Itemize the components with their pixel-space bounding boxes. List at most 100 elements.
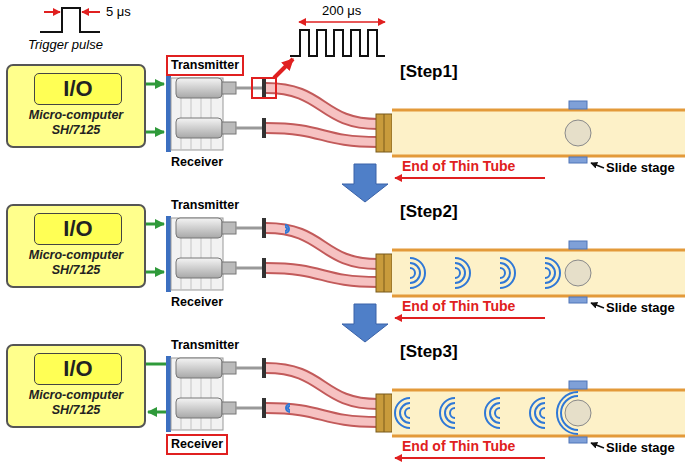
sound-wave — [410, 258, 425, 288]
tube-end-label: End of Thin Tube — [402, 439, 515, 454]
flexible-tube-outline — [266, 368, 378, 404]
leader-arrow — [591, 443, 604, 448]
transducer-stem — [236, 127, 262, 130]
duration-arrow — [299, 21, 340, 23]
sound-wave — [286, 404, 290, 412]
stage-clamp — [569, 437, 587, 443]
transducer-body — [176, 258, 222, 278]
part-name: Receiver — [171, 155, 223, 170]
part-name: Receiver — [171, 295, 223, 310]
tube-fitting — [376, 114, 392, 152]
part-name: Transmitter — [171, 338, 239, 353]
signal-name: Trigger pulse — [28, 37, 103, 52]
reflector-ball — [565, 120, 591, 146]
sound-wave — [288, 406, 290, 410]
thin-tube — [392, 390, 685, 436]
stage-clamp — [569, 101, 587, 109]
step-arrow — [342, 164, 388, 202]
microcomputer-box: Micro-computer SH/7125 I/O — [6, 64, 146, 148]
sound-wave — [285, 225, 289, 233]
sound-wave — [500, 258, 515, 288]
stage-label: Slide stage — [606, 300, 675, 316]
tube-fitting — [376, 394, 392, 432]
sound-wave — [450, 408, 455, 418]
trigger-pulse — [40, 8, 100, 32]
part-name: Transmitter — [171, 198, 239, 213]
tube-connector — [262, 118, 266, 138]
thin-tube-wall — [392, 389, 685, 392]
stage-clamp — [569, 157, 587, 163]
pointer-arrow — [274, 59, 293, 78]
transducer-body — [176, 398, 222, 418]
end-arrow — [395, 317, 545, 319]
signal-wire — [148, 411, 166, 414]
signal-wire — [146, 363, 166, 366]
width-arrow — [82, 11, 100, 13]
device-name: Micro-computer SH/7125 — [8, 108, 144, 138]
sound-wave — [410, 268, 415, 278]
duration-arrow — [340, 21, 385, 23]
highlight-box: Transmitter — [166, 55, 244, 76]
transducer-stem — [236, 407, 262, 410]
step-label: [Step1] — [400, 62, 458, 82]
burst-signal — [290, 30, 385, 56]
stage-label: Slide stage — [606, 440, 675, 456]
port-label: I/O — [35, 74, 121, 103]
transducer-body — [176, 358, 222, 378]
end-arrow — [395, 457, 545, 459]
thin-tube — [392, 250, 685, 296]
step-illustration — [146, 76, 685, 202]
io-box: I/O — [34, 353, 122, 385]
transducer-stem — [236, 367, 262, 370]
fitting-ring — [384, 254, 385, 292]
thin-tube-wall — [392, 295, 685, 298]
tube-fitting — [376, 254, 392, 292]
transducer-stem — [236, 87, 262, 90]
thin-tube-wall — [392, 249, 685, 252]
transducer-tip — [222, 82, 236, 94]
sound-wave — [530, 398, 545, 428]
sound-wave — [455, 263, 465, 283]
stage-clamp — [569, 241, 587, 249]
transducer-body — [176, 78, 222, 98]
transducer-stem — [236, 267, 262, 270]
io-box: I/O — [34, 213, 122, 245]
signal-wire — [146, 83, 164, 86]
tube-end-label: End of Thin Tube — [402, 299, 515, 314]
sound-wave — [395, 398, 410, 428]
step-label: [Step3] — [400, 342, 458, 362]
mount-plate — [166, 216, 171, 292]
port-label: I/O — [35, 354, 121, 383]
device-name: Micro-computer SH/7125 — [8, 248, 144, 278]
io-box: I/O — [34, 73, 122, 105]
reflector-ball — [565, 400, 591, 426]
leader-arrow — [591, 163, 604, 168]
tube-connector — [262, 78, 266, 98]
tube-connector — [262, 398, 266, 418]
sound-wave — [545, 268, 550, 278]
microcomputer-box: Micro-computer SH/7125I/O — [6, 344, 146, 428]
sound-wave — [540, 408, 545, 418]
flexible-tube — [266, 268, 378, 282]
thin-tube-wall — [392, 435, 685, 438]
pulse-width: 5 μs — [106, 4, 131, 19]
step-arrow — [342, 304, 388, 342]
transducer-tip — [222, 402, 236, 414]
transducer-housing — [171, 218, 223, 290]
microcomputer-box: Micro-computer SH/7125I/O — [6, 204, 146, 288]
part-name: Receiver — [171, 437, 223, 452]
tube-connector — [262, 218, 266, 238]
transducer-body — [176, 218, 222, 238]
leader-arrow — [591, 303, 604, 308]
sound-wave — [535, 403, 545, 423]
transducer-housing — [171, 358, 223, 430]
sound-wave — [500, 268, 505, 278]
tube-connector — [262, 258, 266, 278]
transducer-tip — [222, 122, 236, 134]
end-arrow — [395, 177, 545, 179]
flexible-tube-outline — [266, 268, 378, 282]
sound-wave — [445, 403, 455, 423]
burst-duration: 200 μs — [322, 3, 361, 18]
sound-wave — [285, 227, 287, 231]
width-arrow — [44, 11, 60, 13]
